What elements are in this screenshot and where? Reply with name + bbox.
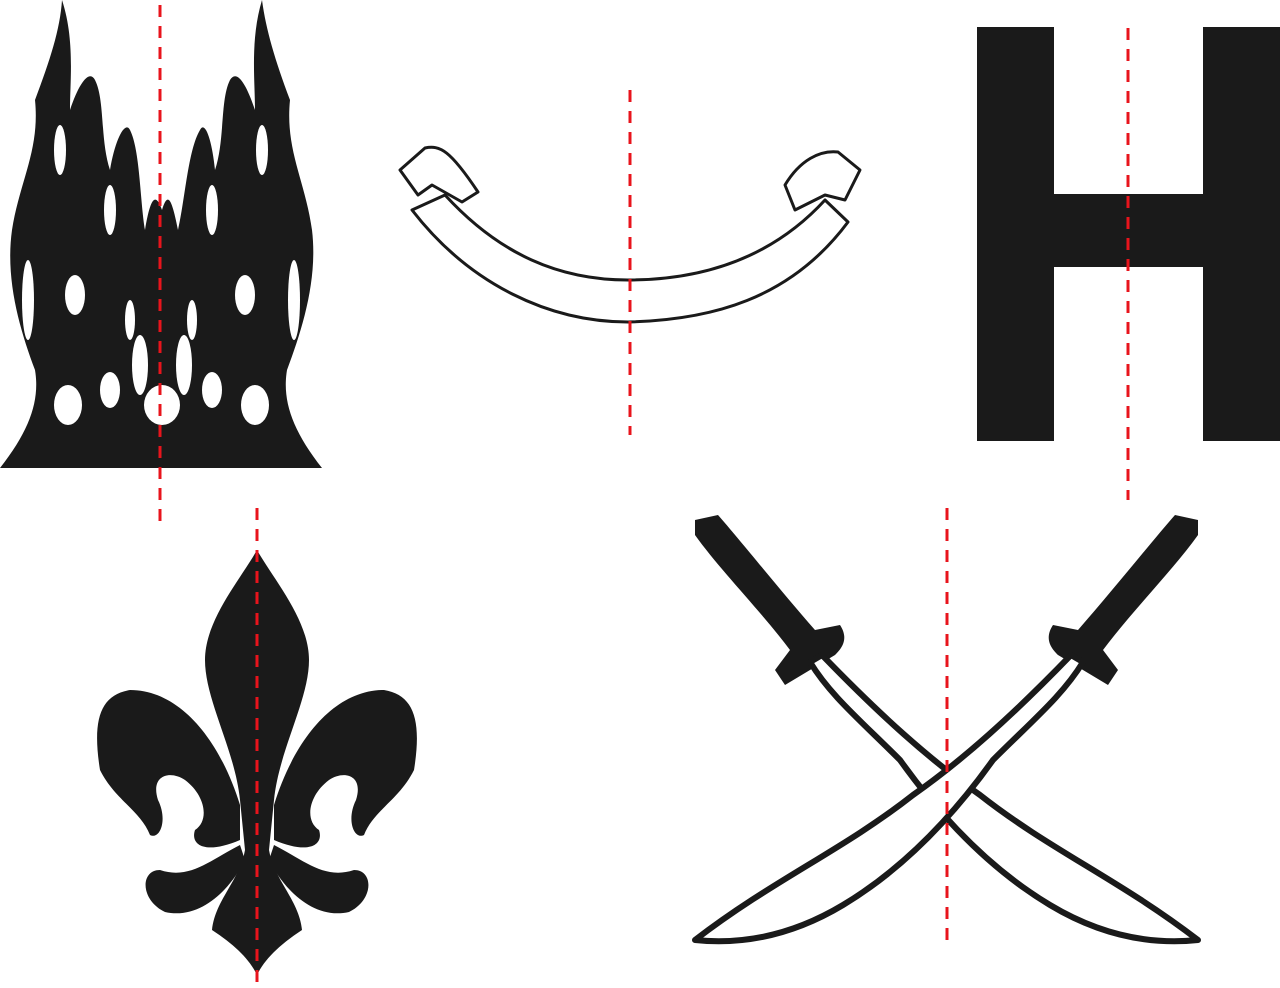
- flames-figure: [0, 0, 322, 468]
- letter-h-figure: [977, 27, 1280, 441]
- curved-tube-figure: [398, 145, 862, 324]
- crossed-swords-figure: [692, 515, 1201, 945]
